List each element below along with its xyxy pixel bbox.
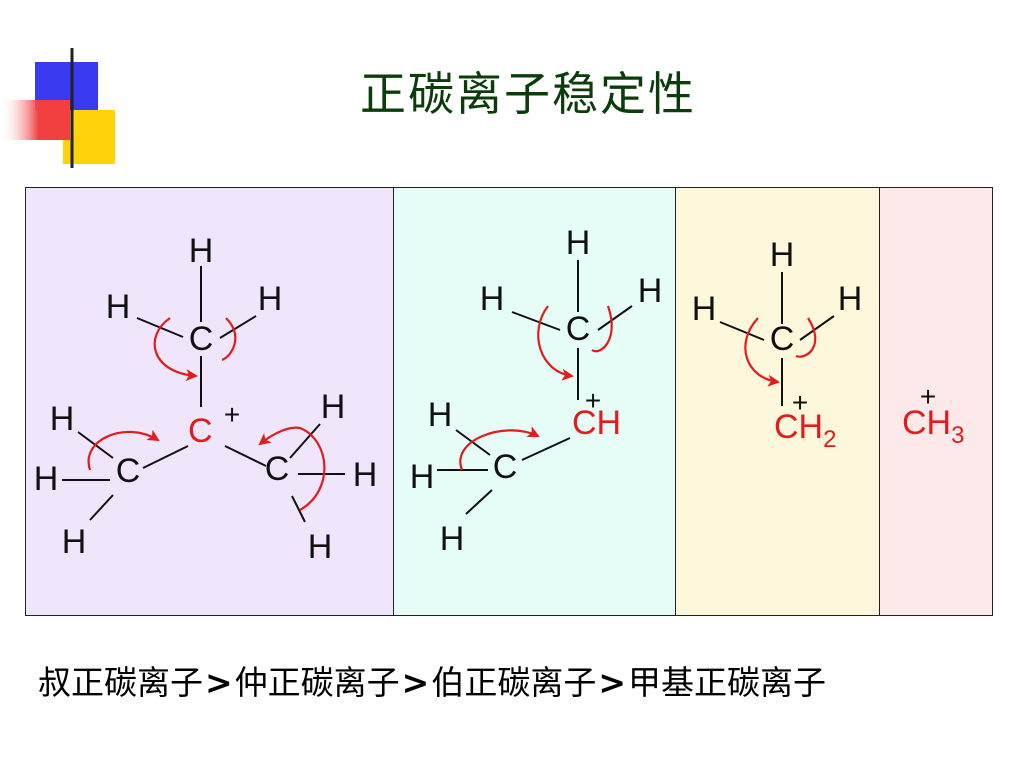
order-item-methyl: 甲基正碳离子 [627,663,826,702]
curved-arrow [537,305,613,376]
hydrogen-atom-label: H [410,458,435,496]
cation-center-label: C [188,412,213,450]
order-separator: > [598,663,626,702]
positive-charge: + [585,385,601,416]
positive-charge: + [920,381,936,412]
order-item-secondary: 仲正碳离子 [234,663,400,702]
hyperconjugation-arrows [87,305,817,511]
panel-primary [676,188,880,615]
order-item-tertiary: 叔正碳离子 [38,663,203,702]
hydrogen-atom-label: H [34,460,59,498]
hydrogen-atom-label: H [189,232,214,270]
cation-subscript: 2 [823,426,836,453]
cation-subscript: 3 [951,422,964,449]
hydrogen-atom-label: H [480,280,505,318]
order-separator: > [205,663,233,702]
carbon-atom-label: C [116,452,141,490]
curved-arrow [87,429,160,471]
hydrogen-atom-label: H [258,280,283,318]
hydrogen-atom-label: H [308,528,333,566]
hydrogen-atom-label: H [353,456,378,494]
bond-line [455,429,491,456]
hydrogen-atom-label: H [838,280,863,318]
carbon-atom-label: C [566,310,591,348]
order-item-primary: 伯正碳离子 [431,663,597,702]
panel-secondary [394,188,676,615]
bond-line [219,315,257,339]
bond-line [521,437,571,461]
hydrogen-atom-label: H [566,224,591,262]
bond-line [511,311,561,331]
bond-line [289,423,321,459]
curved-arrow [459,426,540,471]
hydrogen-atom-label: H [770,236,795,274]
curved-arrow [258,426,326,511]
hydrogen-atom-label: H [692,290,717,328]
hydrogen-atom-label: H [428,396,453,434]
positive-charge: + [224,399,240,430]
hydrogen-atom-label: H [440,520,465,558]
bond-line [291,495,306,523]
carbon-atom-label: C [493,448,518,486]
bond-lines [62,260,835,523]
order-separator: > [401,663,430,702]
carbon-atom-label: C [265,450,290,488]
stability-order: 叔正碳离子>仲正碳离子>伯正碳离子>甲基正碳离子 [38,656,826,704]
hydrogen-atom-label: H [62,523,87,561]
hydrogen-atom-label: H [321,388,346,426]
bond-line [799,315,835,341]
panel-methyl [880,188,992,615]
bond-line [89,494,114,521]
hydrogen-atom-label: H [50,400,75,438]
bond-line [465,489,493,515]
curved-arrow [153,317,237,376]
positive-charge: + [792,387,808,418]
curved-arrow [744,317,817,382]
deco-red-bar [0,100,70,140]
hydrogen-atom-label: H [106,288,131,326]
hydrogen-atom-label: H [638,272,663,310]
carbon-atom-label: C [189,320,214,358]
bond-line [597,305,633,331]
molecule-panels [25,187,993,616]
decorative-logo [0,48,1020,168]
bond-line [224,445,267,467]
cation-center-label: CH [572,404,621,442]
panel-tertiary [26,188,394,615]
carbon-atom-label: C [770,320,795,358]
bond-line [142,445,189,469]
slide-title: 正碳离子稳定性 [360,67,696,121]
bond-line [719,321,765,341]
